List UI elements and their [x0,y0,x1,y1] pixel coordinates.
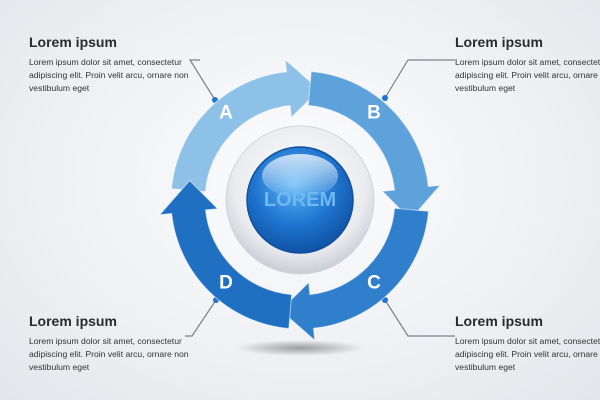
callout-d-title: Lorem ipsum [29,313,117,329]
callout-b-text: Lorem ipsum dolor sit amet, consectetur … [455,57,600,93]
segment-label-a: A [219,103,233,124]
floor-shadow [235,340,365,356]
cycle-arrow-d [158,179,293,330]
cycle-arrows [158,58,442,342]
callout-b: Lorem ipsum Lorem ipsum dolor sit amet, … [455,34,600,95]
connector-dot-b [382,95,388,101]
callout-d: Lorem ipsum Lorem ipsum dolor sit amet, … [29,313,189,374]
cycle-arrow-b [307,70,442,221]
cycle-arrow-a [170,58,321,193]
callout-a-title: Lorem ipsum [29,34,117,50]
callout-b-title: Lorem ipsum [455,34,543,50]
connector-line-d [185,299,217,337]
callout-a: Lorem ipsum Lorem ipsum dolor sit amet, … [29,34,189,95]
callout-c: Lorem ipsum Lorem ipsum dolor sit amet, … [455,313,600,374]
connector-line-b [384,59,455,99]
segment-label-d: D [219,273,233,294]
callout-a-text: Lorem ipsum dolor sit amet, consectetur … [29,57,189,93]
segment-label-b: B [367,103,381,124]
orb-highlight [262,154,338,198]
cycle-arrow-c [279,207,430,342]
callout-c-text: Lorem ipsum dolor sit amet, consectetur … [455,336,600,372]
segment-label-c: C [367,273,381,294]
center-label: LOREM [264,189,336,211]
callout-c-title: Lorem ipsum [455,313,543,329]
connector-line-c [384,299,455,337]
callout-d-text: Lorem ipsum dolor sit amet, consectetur … [29,336,189,372]
connector-line-a [188,59,216,101]
